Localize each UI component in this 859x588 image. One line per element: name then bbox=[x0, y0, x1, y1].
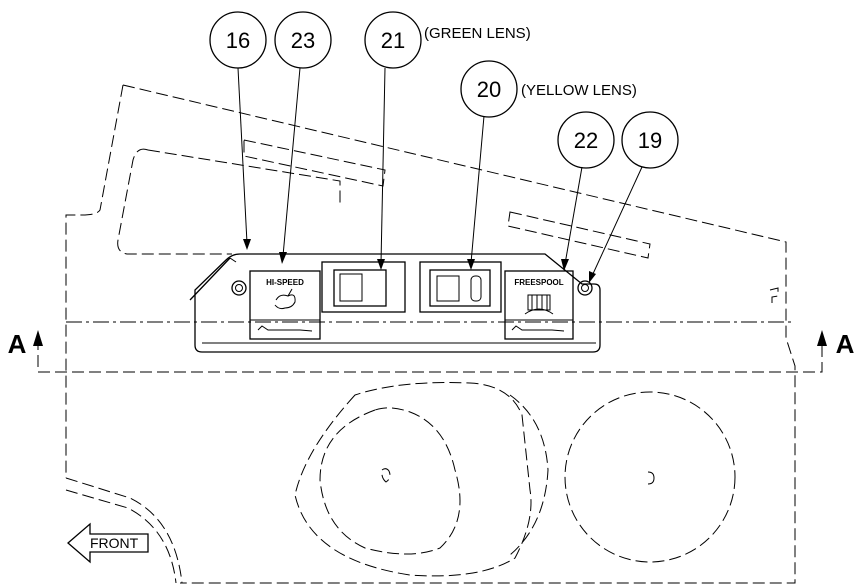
makers-mark-icon bbox=[511, 325, 565, 332]
callout-label-19: 19 bbox=[638, 128, 662, 153]
callout-note-20: (YELLOW LENS) bbox=[521, 82, 637, 99]
callout-16: 16 bbox=[209, 11, 267, 250]
callout-label-20: 20 bbox=[477, 77, 501, 102]
callout-19: 19 bbox=[589, 111, 679, 283]
callout-label-16: 16 bbox=[226, 28, 250, 53]
callout-22: 22 bbox=[557, 111, 615, 271]
callout-note-21: (GREEN LENS) bbox=[424, 25, 531, 42]
phantom-body-outline bbox=[65, 84, 796, 584]
front-label: FRONT bbox=[90, 535, 139, 551]
makers-mark-icon bbox=[257, 325, 313, 332]
callout-23: 23 bbox=[274, 11, 332, 264]
callout-label-22: 22 bbox=[574, 128, 598, 153]
section-label-left: A bbox=[8, 329, 27, 359]
freespool-indicator: FREESPOOL bbox=[504, 270, 574, 340]
front-arrow: FRONT bbox=[67, 522, 149, 564]
hi-speed-label: HI-SPEED bbox=[266, 278, 304, 287]
section-line-a-a: A A bbox=[8, 329, 855, 373]
spool-icon bbox=[524, 294, 554, 315]
freespool-label: FREESPOOL bbox=[514, 278, 563, 287]
yellow-lens-switch bbox=[419, 261, 502, 313]
callout-label-23: 23 bbox=[291, 28, 315, 53]
switch-panel bbox=[189, 253, 601, 353]
wheel-well-outlines bbox=[294, 382, 736, 577]
callout-20: 20 (YELLOW LENS) bbox=[460, 60, 637, 270]
callout-21: 21 (GREEN LENS) bbox=[364, 11, 531, 270]
callout-label-21: 21 bbox=[381, 28, 405, 53]
rabbit-icon bbox=[274, 288, 296, 310]
hi-speed-indicator: HI-SPEED bbox=[249, 270, 321, 340]
section-label-right: A bbox=[836, 329, 855, 359]
green-lens-switch bbox=[321, 261, 406, 313]
